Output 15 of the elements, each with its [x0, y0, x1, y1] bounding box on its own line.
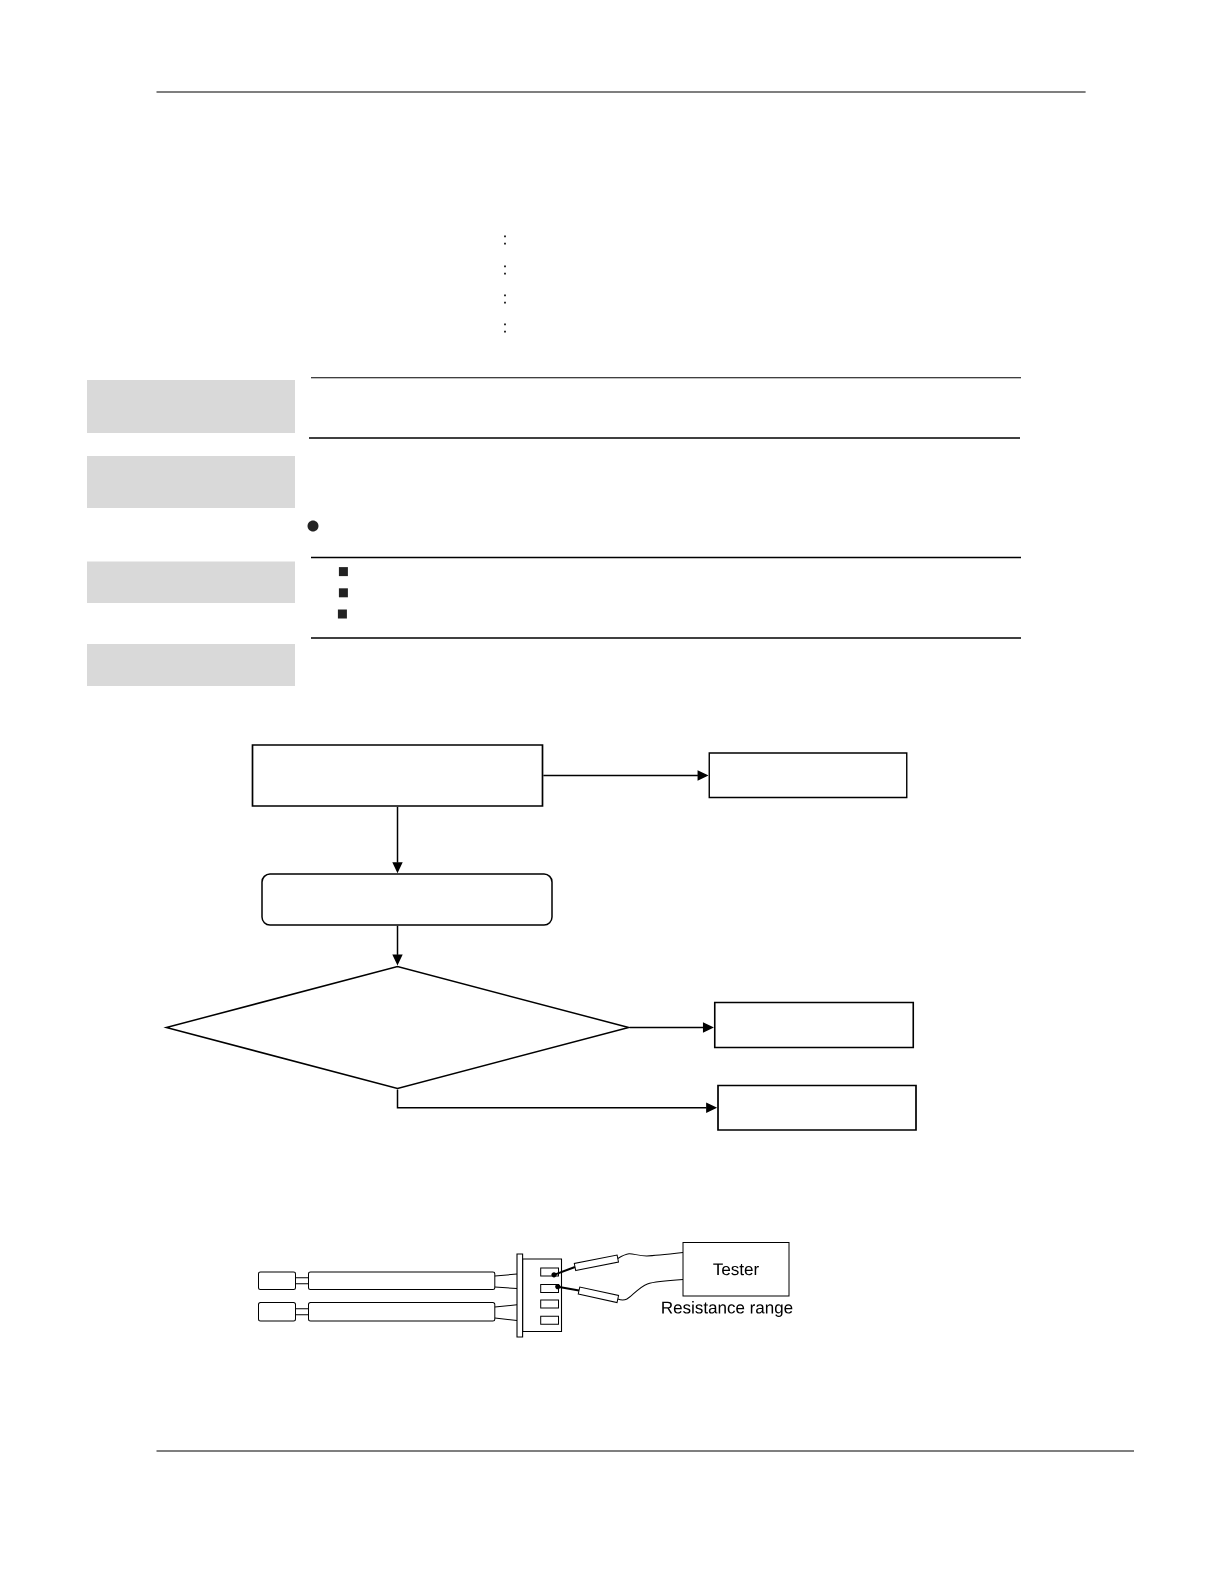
heading-band [87, 644, 295, 686]
result-box [713, 1001, 915, 1049]
heading-band [87, 456, 295, 508]
colon-text: : [504, 235, 506, 245]
colon-text: : [504, 323, 506, 333]
result-box [717, 1084, 917, 1131]
process-box [251, 744, 544, 807]
colon-text: : [504, 294, 506, 304]
heading-band [87, 380, 295, 433]
tester-box: Tester [682, 1242, 790, 1297]
process-box [261, 873, 553, 926]
colon-text: : [504, 265, 506, 275]
heading-band [87, 561, 295, 603]
result-box [708, 752, 908, 799]
range-label: Resistance range [662, 1301, 793, 1317]
